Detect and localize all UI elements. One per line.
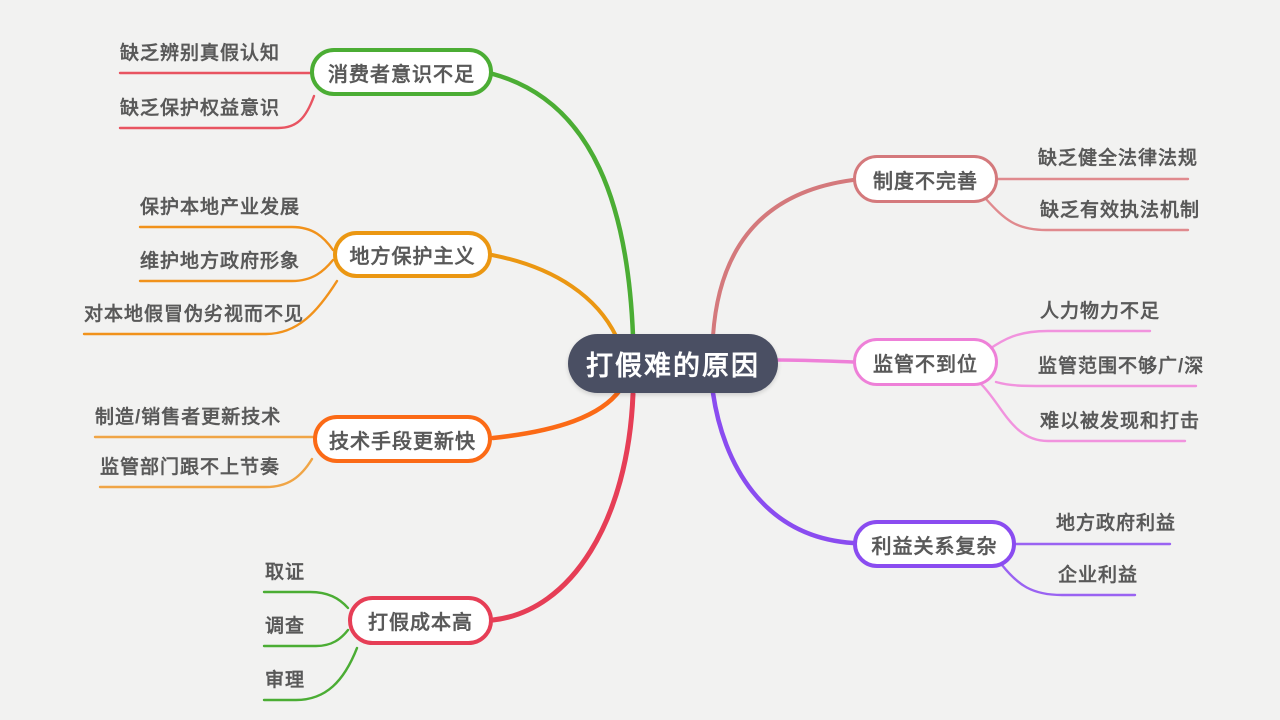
child-topic-consumer-1[interactable]: 缺乏保护权益意识 — [120, 98, 281, 119]
child-line-consumer-1 — [118, 94, 316, 130]
child-topic-cost-0[interactable]: 取证 — [265, 562, 306, 583]
child-topic-interests-1[interactable]: 企业利益 — [1058, 565, 1139, 586]
child-topic-local-0[interactable]: 保护本地产业发展 — [140, 197, 301, 218]
child-topic-local-2[interactable]: 对本地假冒伪劣视而不见 — [84, 304, 305, 325]
edge-center-tech-updates — [490, 387, 623, 441]
edge-center-system — [711, 178, 855, 338]
child-line-supervision-2 — [978, 381, 1187, 443]
branch-node-local-protectionism[interactable]: 地方保护主义 — [333, 231, 492, 278]
child-topic-supervision-0[interactable]: 人力物力不足 — [1040, 301, 1161, 322]
child-line-cost-1 — [262, 628, 350, 648]
child-topic-system-1[interactable]: 缺乏有效执法机制 — [1040, 200, 1201, 221]
child-line-tech-1 — [98, 457, 314, 489]
branch-node-consumer-awareness[interactable]: 消费者意识不足 — [310, 48, 493, 96]
central-topic[interactable]: 打假难的原因 — [568, 334, 778, 393]
child-topic-local-1[interactable]: 维护地方政府形象 — [140, 251, 301, 272]
child-topic-tech-1[interactable]: 监管部门跟不上节奏 — [100, 457, 281, 478]
edge-center-supervision — [776, 358, 855, 364]
branch-node-tech-updates[interactable]: 技术手段更新快 — [313, 415, 492, 463]
child-topic-cost-1[interactable]: 调查 — [265, 616, 306, 637]
edge-center-interests — [710, 390, 856, 546]
child-topic-cost-2[interactable]: 审理 — [265, 670, 306, 691]
edge-center-local-protectionism — [490, 253, 618, 338]
child-line-local-0 — [138, 225, 335, 252]
child-line-interests-1 — [1000, 563, 1137, 597]
child-line-system-1 — [984, 197, 1190, 232]
child-topic-tech-0[interactable]: 制造/销售者更新技术 — [95, 407, 282, 428]
child-topic-system-0[interactable]: 缺乏健全法律法规 — [1038, 148, 1199, 169]
child-line-local-2 — [82, 279, 339, 336]
child-topic-supervision-2[interactable]: 难以被发现和打击 — [1040, 411, 1201, 432]
child-line-supervision-1 — [994, 380, 1198, 388]
branch-node-supervision[interactable]: 监管不到位 — [853, 338, 998, 386]
branch-node-cost[interactable]: 打假成本高 — [348, 596, 493, 645]
child-topic-consumer-0[interactable]: 缺乏辨别真假认知 — [120, 43, 281, 64]
edge-center-cost — [490, 391, 636, 623]
child-line-local-1 — [138, 258, 335, 283]
child-line-cost-0 — [262, 590, 350, 610]
child-topic-interests-0[interactable]: 地方政府利益 — [1056, 513, 1177, 534]
branch-node-system[interactable]: 制度不完善 — [853, 155, 998, 203]
branch-node-interests[interactable]: 利益关系复杂 — [853, 520, 1016, 568]
child-line-cost-2 — [262, 646, 359, 702]
child-line-supervision-0 — [986, 329, 1152, 352]
child-topic-supervision-1[interactable]: 监管范围不够广/深 — [1038, 356, 1205, 377]
edge-center-consumer-awareness — [490, 71, 636, 339]
